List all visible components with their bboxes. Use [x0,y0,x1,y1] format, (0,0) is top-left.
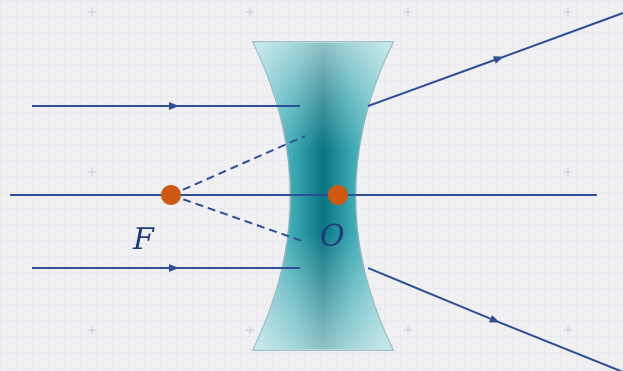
virtual-extension-top [170,135,306,196]
virtual-extension-bottom [170,194,306,243]
refracted-ray-bottom [367,267,500,323]
refracted-ray-bottom-tail [490,318,623,371]
optical-center-label: O [320,219,345,254]
refracted-ray-top [367,56,504,107]
refracted-ray-top-tail [494,12,623,61]
grid-marks [88,8,572,334]
optical-center-point [328,185,348,205]
focal-point [161,185,181,205]
focal-point-label: F [132,222,155,257]
